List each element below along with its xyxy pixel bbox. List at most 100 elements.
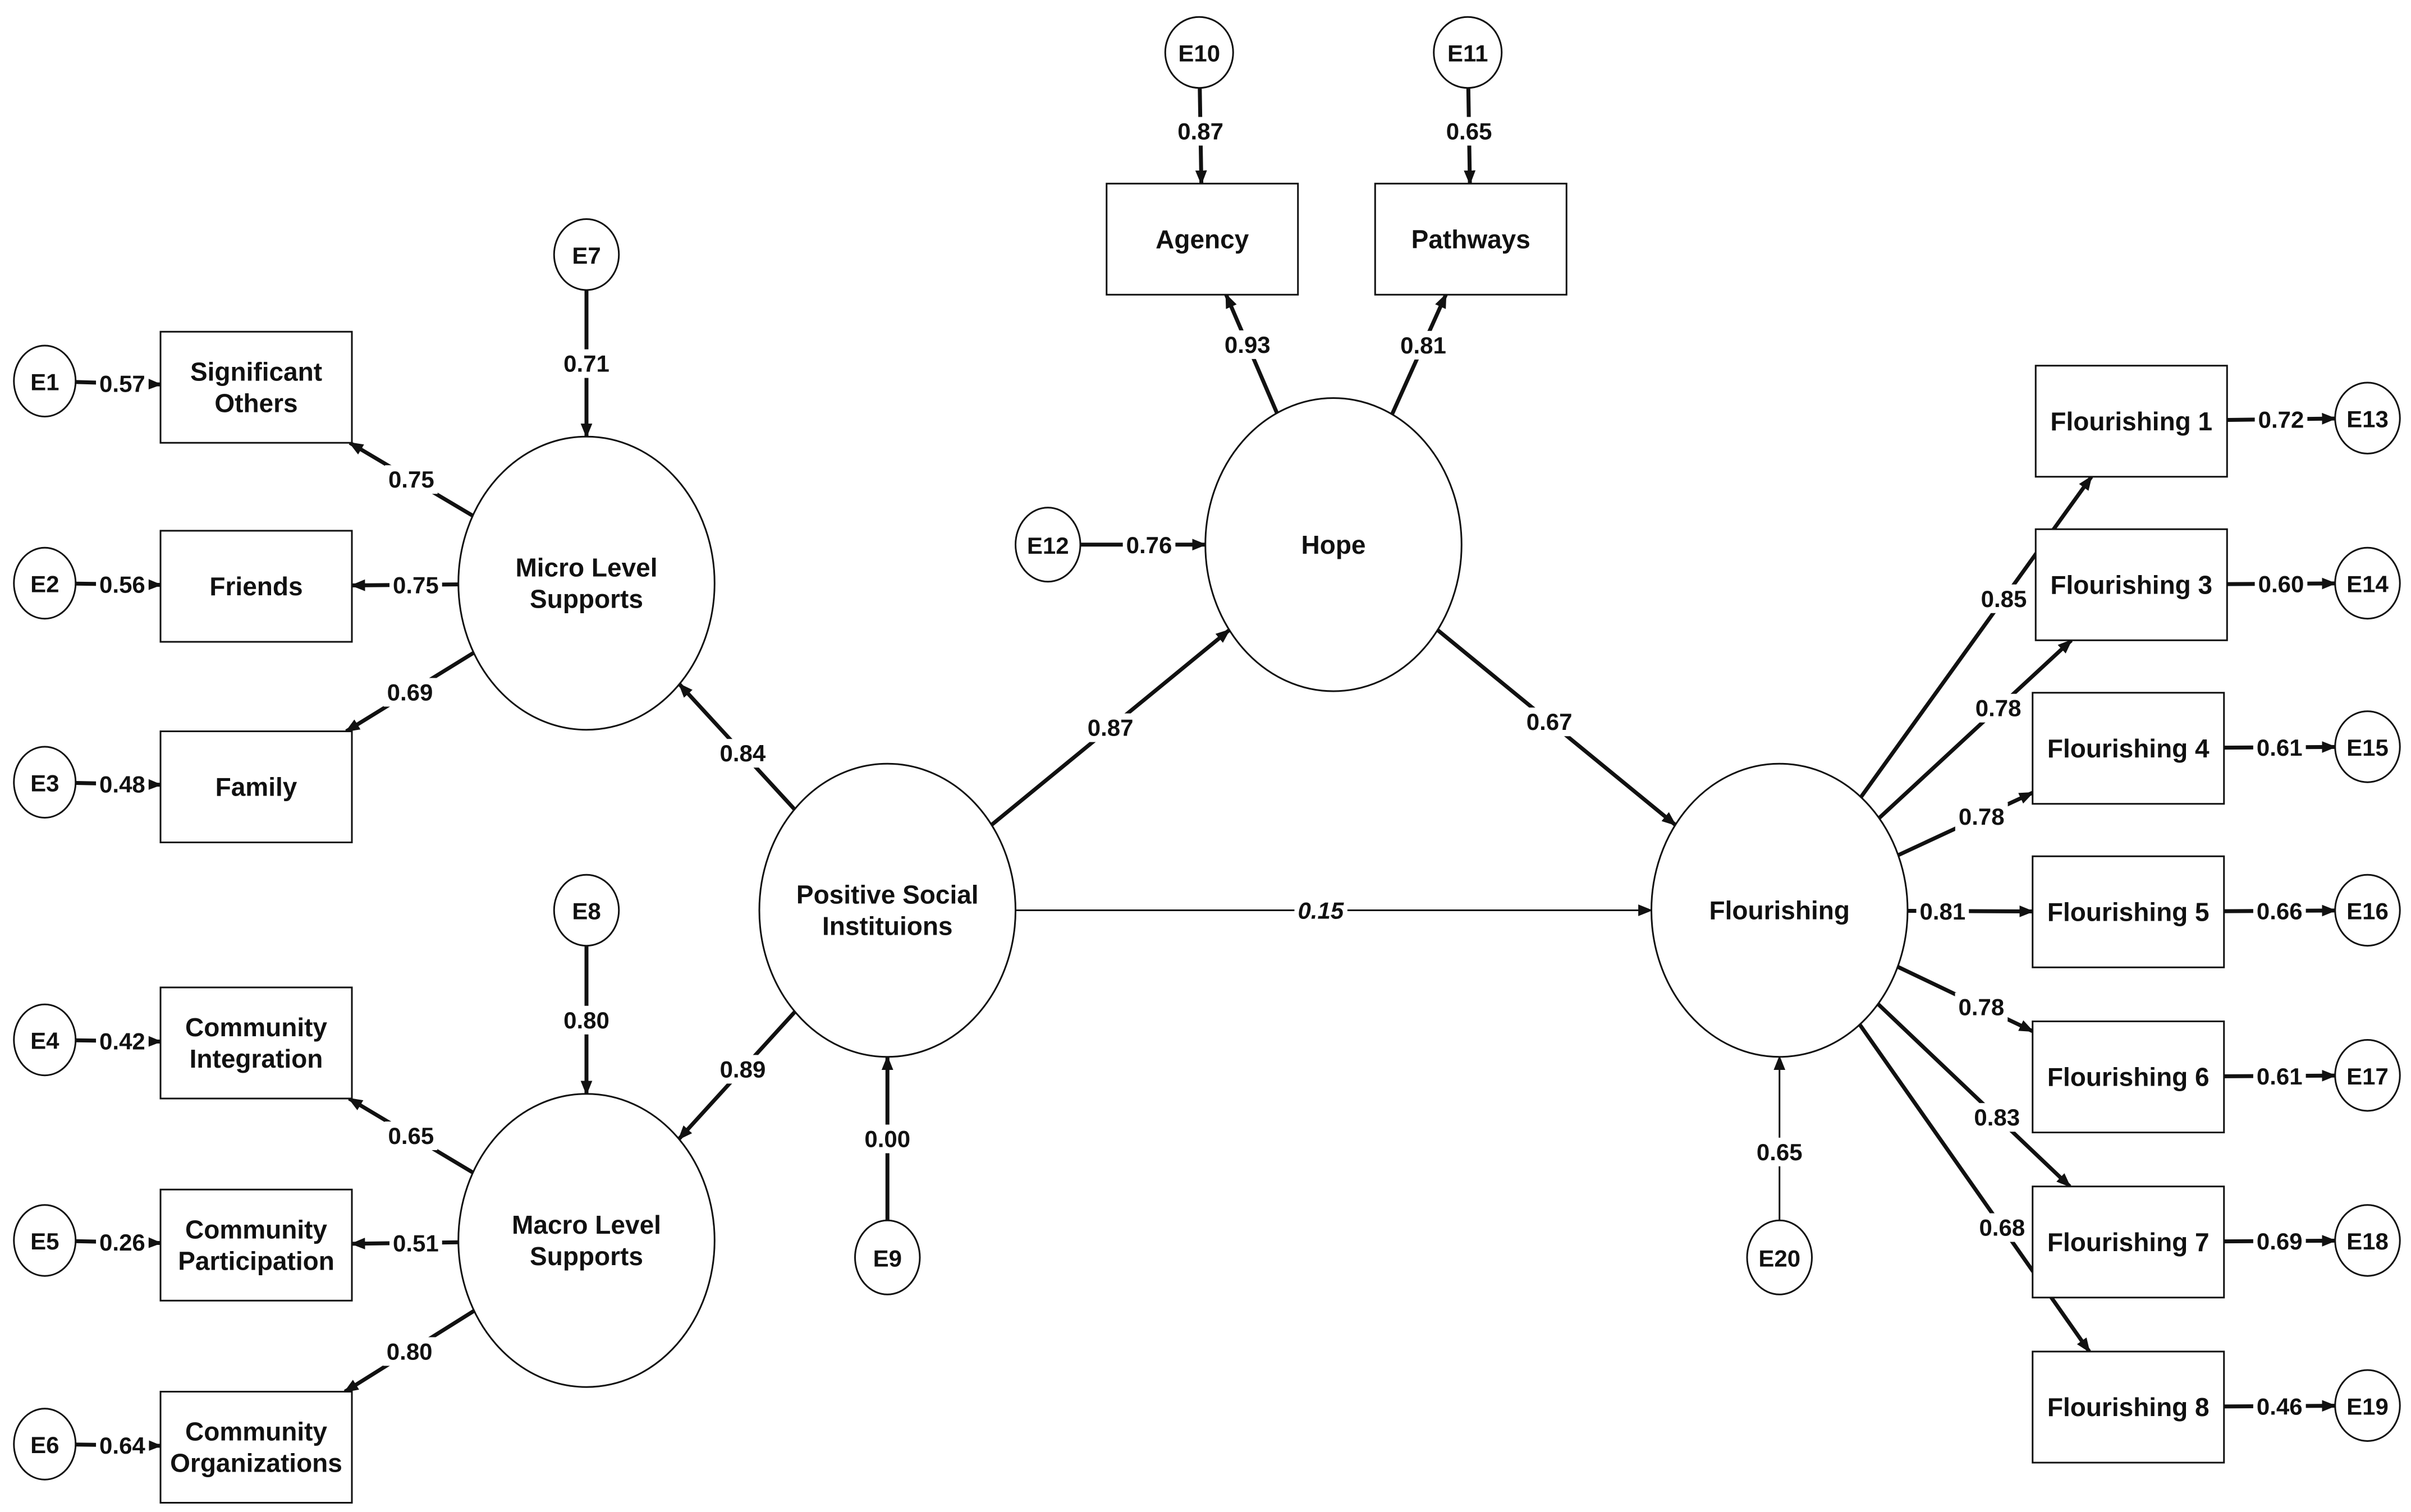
coefficient-halo — [383, 1337, 436, 1366]
coefficient-halo — [383, 678, 437, 707]
coefficient-halo — [1975, 1213, 2029, 1242]
error-term-e10: E10 — [1164, 16, 1234, 89]
error-term-e20-label-line: E20 — [1758, 1245, 1800, 1271]
latent-micro-label-line: Micro Level — [515, 553, 657, 582]
coefficient-halo — [389, 1229, 442, 1258]
coefficient-halo — [2253, 897, 2306, 926]
indicator-friends: Friends — [159, 530, 353, 643]
coefficient-halo — [1174, 117, 1227, 146]
latent-macro-label-line: Supports — [530, 1242, 643, 1271]
error-term-e15: E15 — [2334, 710, 2401, 783]
indicator-comm-org-label-line: Community — [185, 1417, 327, 1446]
coefficient-halo — [1955, 802, 2008, 831]
error-term-e4: E4 — [13, 1003, 77, 1077]
coefficient-label: 0.78 — [1959, 803, 2005, 830]
coefficient-label: 0.89 — [720, 1056, 766, 1082]
latent-psi-label-line: Instituions — [822, 912, 953, 941]
coefficient-label: 0.71 — [563, 351, 609, 377]
latent-macro-label-line: Macro Level — [512, 1210, 661, 1239]
path-flour-to-fl7 — [1876, 1002, 2071, 1188]
error-term-e7-label-line: E7 — [572, 242, 601, 269]
error-term-e18: E18 — [2334, 1204, 2401, 1277]
error-term-e1-label-line: E1 — [30, 369, 59, 395]
error-term-e12: E12 — [1015, 507, 1081, 583]
coefficients-layer: 0.570.560.480.420.260.640.750.750.690.71… — [96, 117, 2308, 1460]
coefficient-halo — [1753, 1137, 1806, 1166]
indicator-fl4: Flourishing 4 — [2032, 692, 2225, 805]
error-term-e17: E17 — [2334, 1039, 2401, 1112]
error-term-e11-label-line: E11 — [1447, 40, 1488, 67]
coefficient-halo — [716, 1055, 769, 1084]
indicator-fl6-label-line: Flourishing 6 — [2047, 1063, 2210, 1092]
coefficient-label: 0.80 — [387, 1338, 433, 1364]
error-term-e1: E1 — [13, 344, 77, 417]
coefficient-halo — [1977, 584, 2030, 613]
coefficient-halo — [2254, 569, 2308, 599]
coefficient-halo — [96, 1431, 149, 1460]
coefficient-halo — [716, 739, 769, 768]
indicator-comm-org-label-line: Organizations — [170, 1449, 342, 1478]
indicator-fl7-label-line: Flourishing 7 — [2047, 1228, 2210, 1257]
coefficient-halo — [1970, 1103, 2024, 1132]
coefficient-halo — [384, 1122, 438, 1151]
error-term-e11: E11 — [1433, 16, 1503, 89]
coefficient-label: 0.65 — [1757, 1139, 1803, 1165]
coefficient-label: 0.42 — [99, 1028, 145, 1055]
indicator-fl3: Flourishing 3 — [2034, 528, 2228, 641]
coefficient-halo — [1523, 707, 1576, 737]
indicator-fl7: Flourishing 7 — [2032, 1185, 2225, 1299]
error-term-e20: E20 — [1746, 1219, 1813, 1295]
error-term-e8: E8 — [553, 874, 620, 947]
coefficient-halo — [1084, 713, 1137, 742]
indicator-agency: Agency — [1106, 182, 1299, 296]
error-term-e14-label-line: E14 — [2346, 571, 2389, 598]
error-term-e6-label-line: E6 — [30, 1432, 59, 1458]
indicator-sig-others-label-line: Others — [214, 388, 297, 417]
coefficient-label: 0.60 — [2258, 571, 2304, 598]
error-term-e3: E3 — [13, 746, 77, 819]
error-term-e19-label-line: E19 — [2346, 1393, 2389, 1419]
coefficient-halo — [1955, 992, 2008, 1022]
indicator-fl5: Flourishing 5 — [2032, 855, 2225, 968]
error-term-e5-label-line: E5 — [30, 1228, 59, 1254]
coefficient-halo — [1442, 117, 1496, 146]
coefficient-halo — [861, 1124, 914, 1153]
error-term-e9: E9 — [854, 1219, 921, 1295]
coefficient-halo — [384, 465, 438, 494]
error-term-e10-label-line: E10 — [1178, 40, 1220, 67]
indicator-fl8: Flourishing 8 — [2032, 1350, 2225, 1464]
coefficient-label: 0.93 — [1225, 332, 1271, 358]
error-term-e13-label-line: E13 — [2346, 406, 2389, 432]
error-term-e2: E2 — [13, 546, 77, 620]
coefficient-label: 0.78 — [1975, 695, 2022, 721]
error-term-e4-label-line: E4 — [30, 1028, 59, 1054]
coefficient-label: 0.85 — [1981, 586, 2027, 612]
coefficient-halo — [1972, 693, 2025, 723]
error-term-e17-label-line: E17 — [2346, 1063, 2389, 1090]
error-term-e16-label-line: E16 — [2346, 898, 2389, 925]
indicator-fl5-label-line: Flourishing 5 — [2047, 897, 2210, 926]
coefficient-halo — [96, 369, 149, 398]
coefficient-label: 0.15 — [1298, 898, 1344, 924]
coefficient-halo — [2253, 1061, 2306, 1091]
indicator-fl1-label-line: Flourishing 1 — [2050, 407, 2212, 436]
coefficient-label: 0.81 — [1919, 898, 1965, 925]
coefficient-label: 0.80 — [563, 1007, 609, 1033]
error-term-e2-label-line: E2 — [30, 571, 59, 598]
coefficient-halo — [1916, 897, 1969, 926]
indicator-pathways-label-line: Pathways — [1411, 224, 1530, 254]
latent-flour-label-line: Flourishing — [1709, 896, 1850, 925]
indicator-fl1: Flourishing 1 — [2034, 365, 2228, 478]
error-term-e19: E19 — [2334, 1369, 2401, 1442]
coefficient-halo — [389, 571, 442, 600]
coefficient-label: 0.57 — [99, 370, 145, 397]
error-term-e16: E16 — [2334, 874, 2401, 947]
coefficient-label: 0.68 — [1979, 1215, 2025, 1241]
coefficient-label: 0.84 — [720, 740, 766, 766]
coefficient-halo — [96, 1027, 149, 1056]
coefficient-label: 0.46 — [2257, 1393, 2303, 1419]
indicator-comm-int-label-line: Integration — [190, 1044, 323, 1073]
